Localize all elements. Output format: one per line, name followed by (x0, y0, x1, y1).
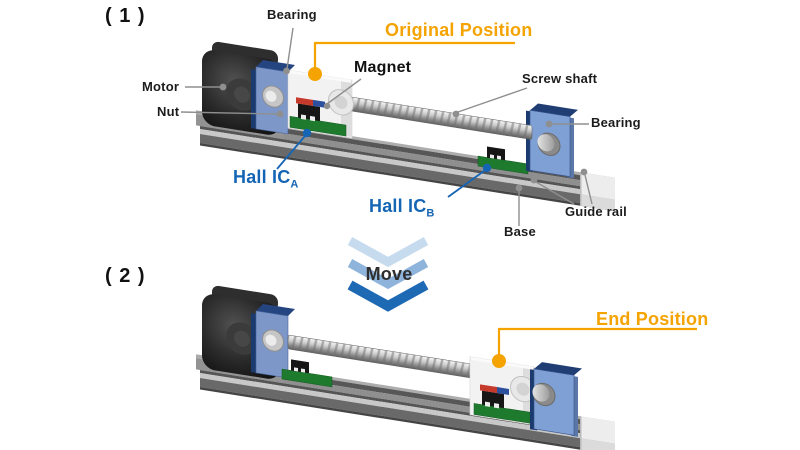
guide-rail-dot-2 (580, 168, 588, 176)
hall-ic-b-subscript: B (426, 207, 435, 220)
label-motor: Motor (142, 79, 180, 94)
original-position-leader-line (313, 41, 515, 69)
figure1-index: ( 1 ) (105, 5, 146, 27)
label-screw-shaft: Screw shaft (522, 71, 598, 86)
figure2-machine (196, 283, 615, 450)
figure2-index: ( 2 ) (105, 265, 146, 287)
move-chevron-1 (347, 237, 429, 268)
label-end-position: End Position (596, 309, 709, 329)
bearing-right-dot (545, 120, 553, 128)
label-original-position: Original Position (385, 20, 533, 40)
bearing-top-dot (283, 67, 290, 75)
guide-rail-dot-1 (530, 176, 538, 184)
move-chevron-2 (347, 259, 429, 290)
move-arrow (347, 237, 429, 312)
hall-ic-b-leader-line (447, 170, 485, 198)
hall-ic-b-text: Hall IC (369, 196, 427, 216)
label-move: Move (365, 264, 413, 284)
screw-shaft-leader-line (457, 87, 528, 113)
magnet-leader-line (326, 78, 362, 105)
label-bearing-top: Bearing (267, 7, 317, 22)
shaft-end-cap (537, 134, 555, 152)
end-position-leader-line (497, 327, 697, 355)
hall-ic-b-dot (482, 163, 492, 173)
nut-leader-line (180, 111, 278, 115)
guide-rail-leader-line-2 (584, 174, 593, 205)
hall-ic-a-dot (302, 128, 312, 138)
shaft-end-cap (532, 384, 550, 402)
hall-ic-a-text: Hall IC (233, 167, 291, 187)
screw-shaft-dot (452, 110, 460, 118)
motor-dot (219, 83, 227, 91)
label-magnet: Magnet (354, 59, 412, 76)
move-chevron-3 (347, 280, 429, 312)
label-nut: Nut (157, 104, 180, 119)
figure1-leader-lines (180, 27, 593, 226)
screw-shaft (287, 334, 475, 379)
guide-rail-leader-line-1 (535, 181, 575, 205)
magnet-dot (323, 102, 331, 110)
original-position-marker (308, 67, 322, 81)
label-bearing-right: Bearing (591, 115, 641, 130)
label-guide-rail: Guide rail (565, 204, 627, 219)
hall-ic-a-leader-line (276, 135, 306, 170)
label-hall-ic-a: Hall ICA (233, 167, 299, 191)
figure1-leader-dots (219, 67, 588, 192)
base-dot (515, 184, 523, 192)
nut-dot (276, 110, 284, 118)
hall-ic-a-subscript: A (290, 178, 299, 191)
bearing-top-leader-line (286, 27, 294, 70)
label-hall-ic-b: Hall ICB (369, 196, 435, 220)
end-position-marker (492, 354, 506, 368)
screw-shaft (349, 96, 533, 140)
label-base: Base (504, 224, 536, 239)
hall-ic-leader-lines (276, 135, 485, 198)
figure1-machine (196, 39, 615, 212)
position-leader-lines (313, 41, 697, 355)
